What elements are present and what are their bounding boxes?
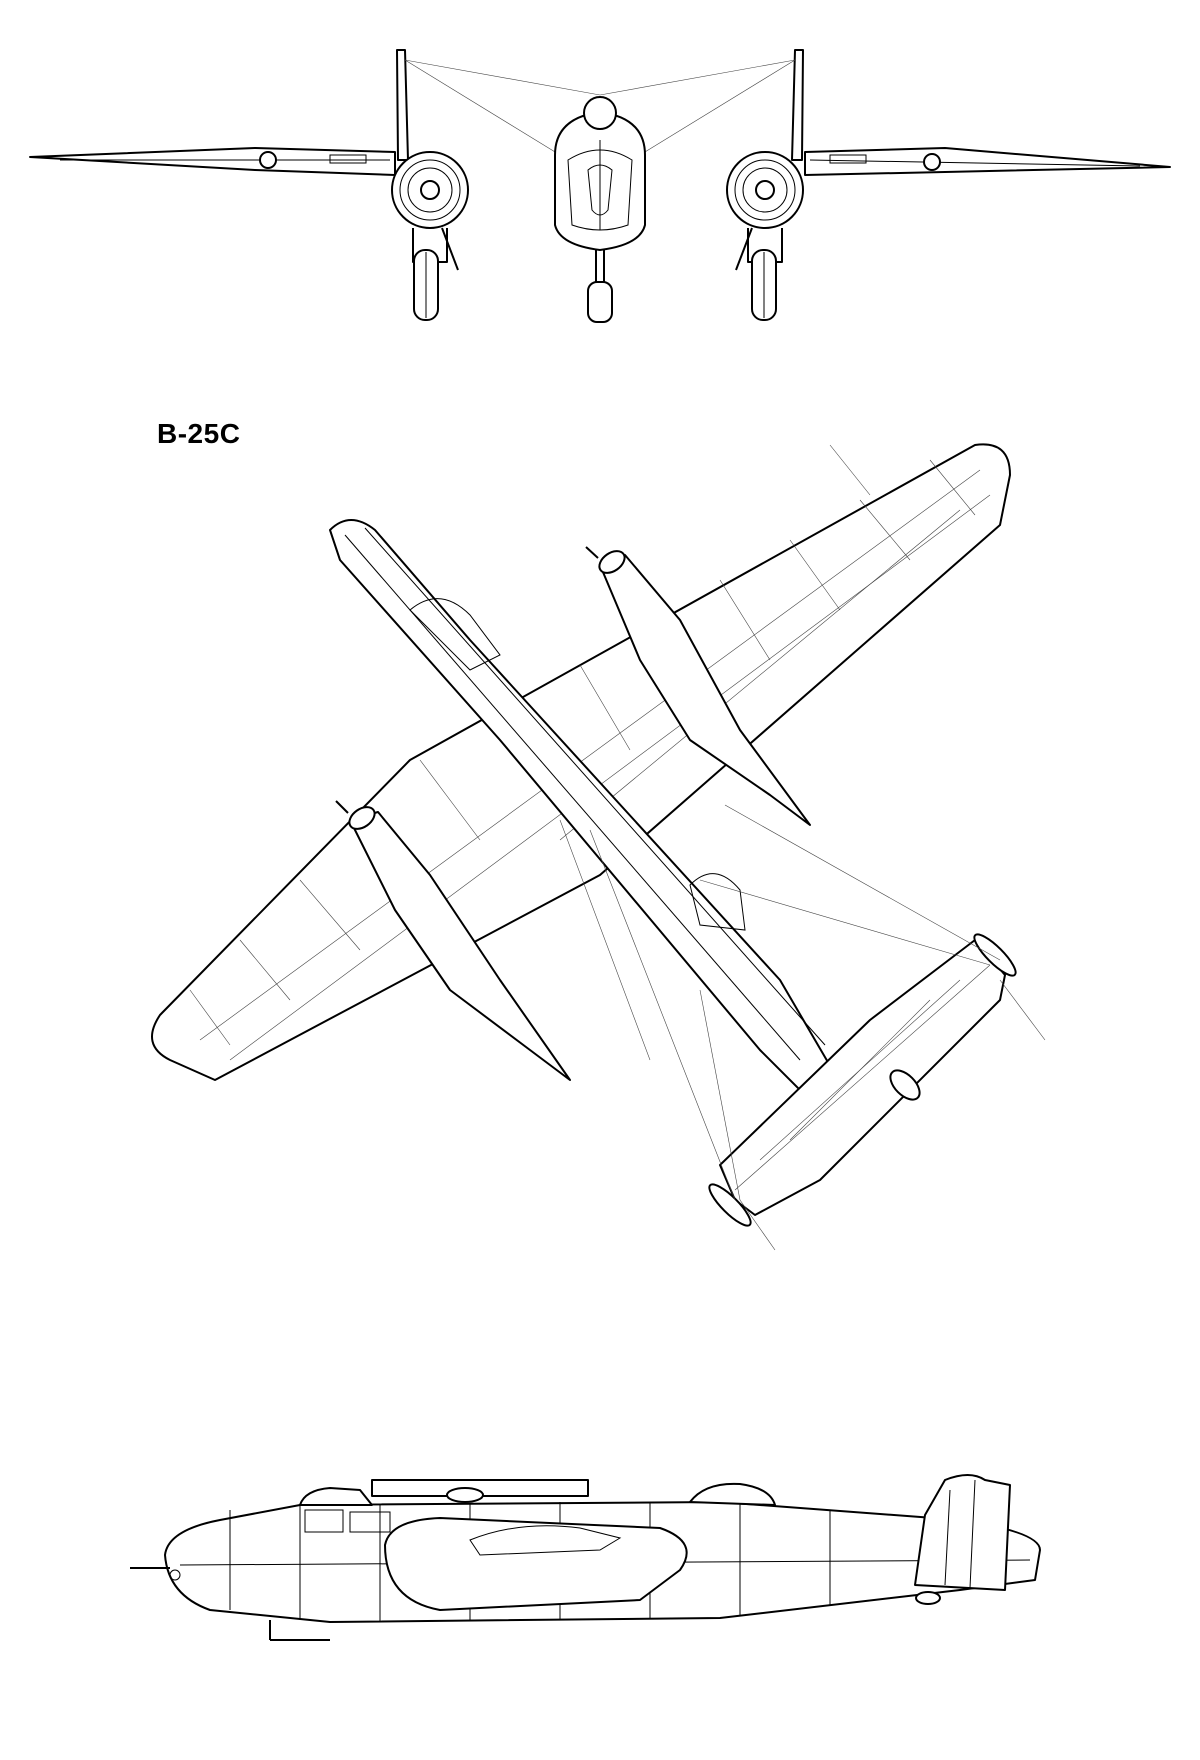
plan-view-right-fin: [973, 933, 1017, 977]
plan-view-left-fin: [708, 1183, 752, 1227]
aircraft-designation-label: B-25C: [157, 418, 241, 449]
side-view-engine-nacelle: [384, 1517, 688, 1611]
front-view-right-fin: [791, 49, 804, 161]
front-view-right-wing: [804, 147, 1171, 176]
plan-view-left-engine-nacelle: [349, 811, 571, 1081]
front-view-right-engine: [726, 151, 804, 321]
front-view-left-engine: [391, 151, 469, 321]
front-view-left-wing: [29, 147, 396, 176]
side-view: [130, 1474, 1041, 1641]
plan-view: [151, 443, 1046, 1251]
front-view: [29, 49, 1171, 323]
plan-view-fuselage: [329, 519, 851, 1121]
plan-view-right-engine-nacelle: [599, 554, 811, 826]
side-view-vertical-tail: [914, 1474, 1011, 1591]
front-view-left-fin: [396, 49, 409, 161]
